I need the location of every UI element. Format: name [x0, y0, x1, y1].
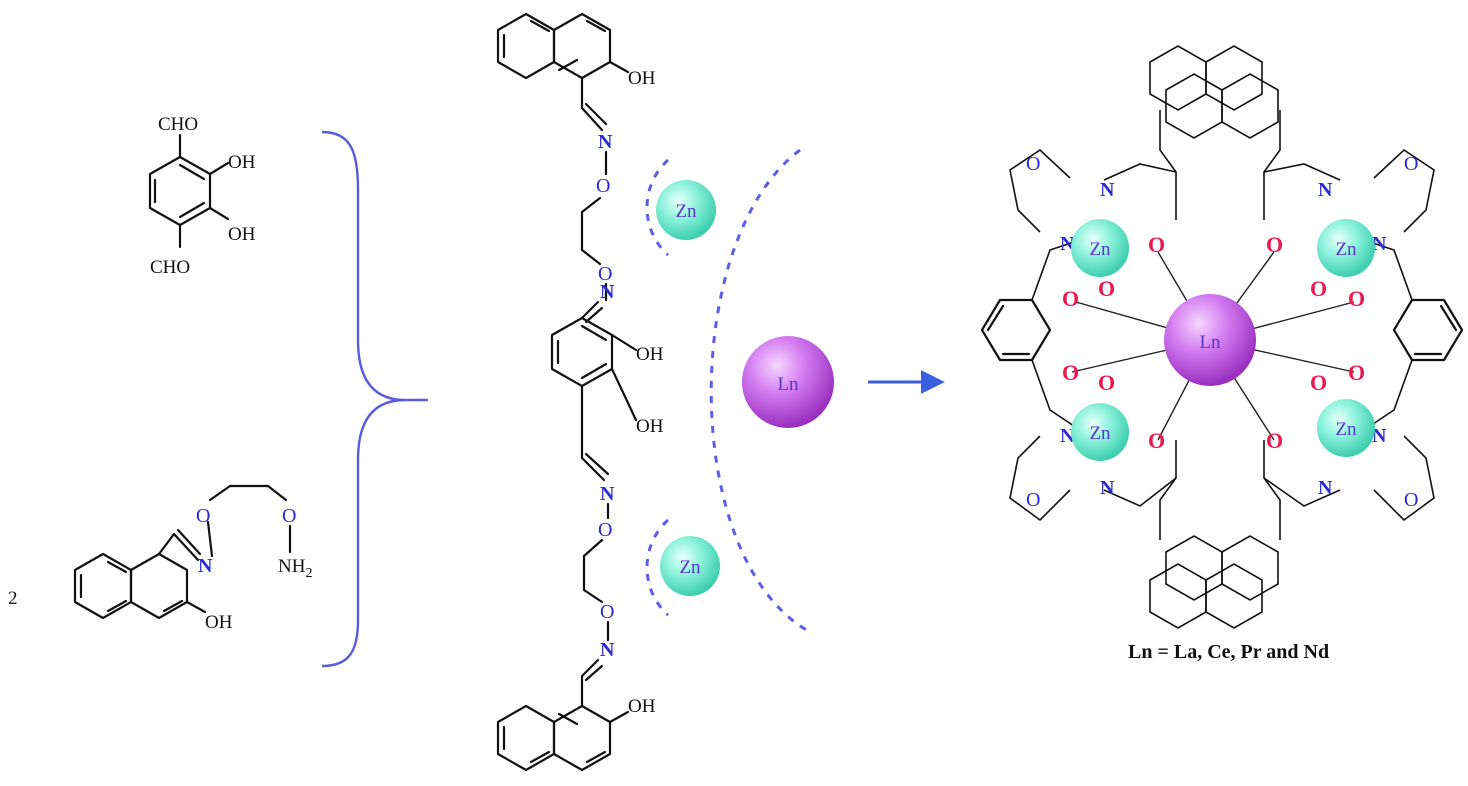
zinc-ion: Zn	[656, 180, 716, 240]
hydroxyl-label: OH	[628, 696, 656, 717]
right-benzene-ring	[1392, 298, 1464, 362]
oxime-nitrogen: N	[600, 281, 615, 303]
oxygen-label: O	[1062, 286, 1079, 311]
lanthanide-ion: Ln	[1164, 294, 1256, 386]
dashed-arc-ln	[709, 148, 811, 634]
zinc-ion: Zn	[660, 536, 720, 596]
oxime-nitrogen: N	[198, 555, 213, 577]
svg-text:Zn: Zn	[679, 557, 701, 578]
ether-oxygen: O	[196, 505, 210, 527]
dashed-arc-zn-top	[645, 158, 670, 257]
ether-oxygen: O	[1404, 489, 1418, 511]
ether-oxygen: O	[282, 505, 296, 527]
methoxy-label: O	[1310, 370, 1327, 395]
lanthanide-ion: Ln	[742, 336, 834, 428]
nitrogen-label: N	[1372, 233, 1387, 255]
zinc-ion: Zn	[1071, 403, 1129, 461]
oxime-nitrogen: N	[600, 639, 615, 661]
oxygen-label: O	[1148, 428, 1165, 453]
combining-brace	[321, 130, 406, 668]
oxygen-label: O	[1148, 232, 1165, 257]
svg-text:Zn: Zn	[1089, 423, 1111, 444]
oxime-nitrogen: N	[600, 483, 615, 505]
hydroxyl-label: OH	[636, 344, 664, 365]
central-benzene-ring	[550, 316, 614, 388]
nitrogen-label: N	[1100, 179, 1115, 201]
bottom-naphthalene-ring	[496, 704, 612, 772]
oxygen-label: O	[1348, 286, 1365, 311]
ether-oxygen: O	[1026, 489, 1040, 511]
methoxy-label: O	[1098, 370, 1115, 395]
svg-text:Zn: Zn	[1335, 419, 1357, 440]
top-naphthalene-ring	[496, 12, 612, 80]
reagent-dialdehyde: CHO OH OH CHO	[148, 114, 256, 278]
hydroxyl-label: OH	[636, 416, 664, 437]
ether-oxygen: O	[598, 519, 612, 541]
naphthalene-ring	[73, 552, 189, 620]
svg-text:Zn: Zn	[1089, 239, 1111, 260]
svg-text:Ln: Ln	[1199, 332, 1221, 353]
cho-top-label: CHO	[158, 114, 198, 135]
oxygen-label: O	[1266, 232, 1283, 257]
nitrogen-label: N	[1100, 477, 1115, 499]
zinc-ion: Zn	[1317, 399, 1375, 457]
benzene-ring	[148, 155, 212, 227]
intermediate-ligand: OH N O O N OH OH N O O N	[496, 12, 664, 772]
amine-label: NH2	[278, 556, 312, 581]
methoxy-label: O	[1310, 276, 1327, 301]
oh-label: OH	[228, 152, 256, 173]
ether-oxygen: O	[1404, 153, 1418, 175]
reagent-naphthyl-oxime: 2 N O O NH2 OH	[8, 484, 312, 633]
nitrogen-label: N	[1372, 425, 1387, 447]
oh-label: OH	[228, 224, 256, 245]
stoichiometric-coefficient: 2	[8, 588, 18, 609]
svg-text:Zn: Zn	[675, 201, 697, 222]
ether-oxygen: O	[1026, 153, 1040, 175]
hydroxyl-label: OH	[628, 68, 656, 89]
left-benzene-ring	[980, 298, 1052, 362]
ether-oxygen: O	[596, 175, 610, 197]
oxygen-label: O	[1266, 428, 1283, 453]
top-naphthalene-stack	[1149, 45, 1281, 220]
product-complex: O O O O O O O O O O O O N N N N N N N N …	[980, 45, 1464, 629]
ether-oxygen: O	[600, 601, 614, 623]
lanthanide-caption: Ln = La, Ce, Pr and Nd	[1128, 641, 1329, 663]
oxygen-label: O	[1062, 360, 1079, 385]
zinc-ion: Zn	[1317, 219, 1375, 277]
oxygen-label: O	[1348, 360, 1365, 385]
ether-oxygen: O	[598, 263, 612, 285]
nitrogen-label: N	[1318, 179, 1333, 201]
zinc-ion: Zn	[1071, 219, 1129, 277]
dashed-arc-zn-bottom	[645, 518, 670, 617]
nitrogen-label: N	[1318, 477, 1333, 499]
bottom-naphthalene-stack	[1149, 440, 1281, 629]
oxime-nitrogen: N	[598, 131, 613, 153]
methoxy-label: O	[1098, 276, 1115, 301]
cho-bottom-label: CHO	[150, 257, 190, 278]
hydroxyl-label: OH	[205, 612, 233, 633]
svg-text:Zn: Zn	[1335, 239, 1357, 260]
svg-text:Ln: Ln	[777, 374, 799, 395]
